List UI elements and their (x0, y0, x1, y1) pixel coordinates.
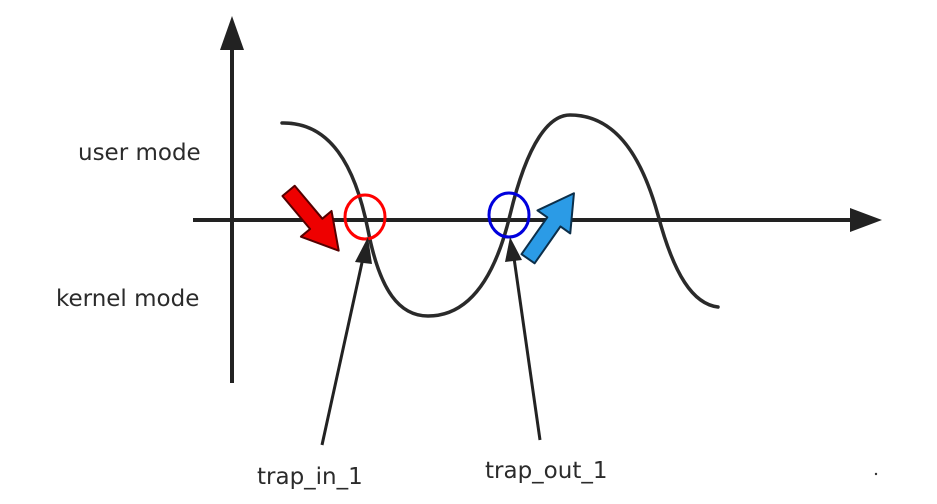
blue-up-arrow-icon (520, 192, 575, 265)
red-down-arrow-icon (281, 184, 340, 252)
trap-out-marker-circle (487, 191, 531, 239)
trap-in-label: trap_in_1 (257, 464, 363, 490)
trap-in-pointer-arrowhead (355, 237, 372, 264)
vertical-axis-arrowhead (220, 16, 244, 50)
trap-out-label: trap_out_1 (485, 458, 607, 484)
mode-wave-curve (280, 113, 720, 318)
trap-out-pointer-arrowhead (505, 237, 522, 262)
stray-dot (874, 472, 878, 476)
kernel-mode-label: kernel mode (56, 286, 199, 312)
trap-in-pointer-line (320, 257, 365, 446)
horizontal-axis-arrowhead (850, 208, 882, 232)
user-mode-label: user mode (78, 140, 201, 166)
trap-out-pointer-line (512, 257, 542, 441)
trap-in-marker-circle (343, 193, 387, 241)
